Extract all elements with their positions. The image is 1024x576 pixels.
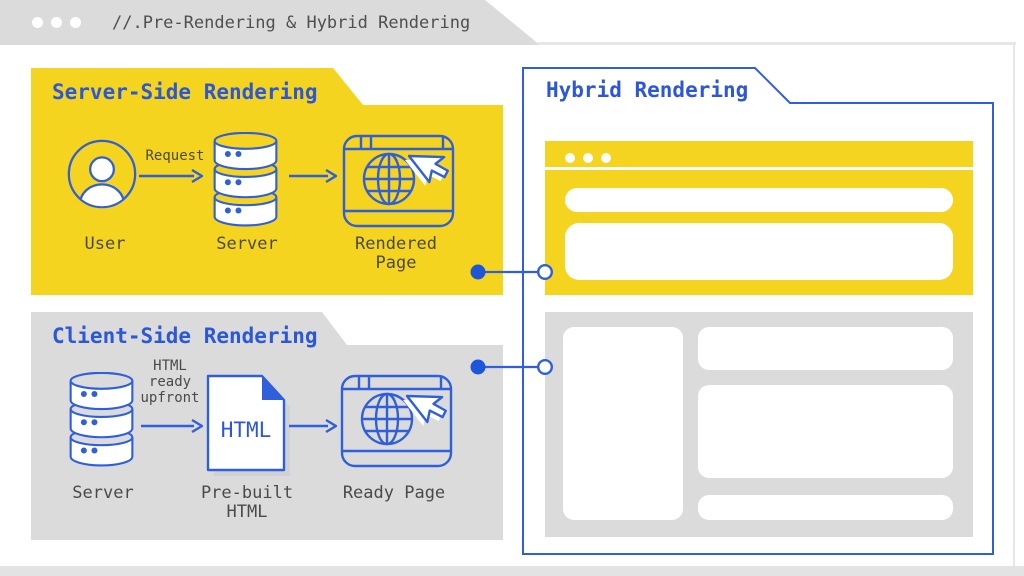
cursor-icon bbox=[403, 394, 447, 427]
prebuilt-html-node-label: Pre-built HTML bbox=[200, 483, 294, 522]
connector-ring-icon bbox=[536, 263, 553, 281]
server-node-label: Server bbox=[72, 483, 134, 503]
html-ready-label: HTML ready upfront bbox=[140, 358, 200, 406]
connector-ring-icon bbox=[536, 358, 553, 376]
server-database-icon bbox=[69, 372, 134, 467]
ssr-panel-title: Server-Side Rendering bbox=[52, 80, 318, 104]
browser-dots-icon bbox=[565, 153, 611, 163]
browser-dot-icon bbox=[601, 153, 611, 163]
globe-icon bbox=[362, 152, 416, 206]
client-rendered-sidebar-block bbox=[563, 327, 683, 520]
window-dot-icon bbox=[32, 17, 43, 28]
arrow-icon bbox=[139, 168, 204, 184]
server-node-label: Server bbox=[216, 234, 278, 254]
canvas-right-edge bbox=[1013, 44, 1015, 566]
arrow-icon bbox=[289, 418, 338, 434]
window-titlebar: //.Pre-Rendering & Hybrid Rendering bbox=[0, 0, 540, 45]
ready-page-node-label: Ready Page bbox=[342, 483, 446, 503]
arrow-icon bbox=[289, 168, 338, 184]
hybrid-browser-header bbox=[545, 141, 973, 295]
document-text: HTML bbox=[221, 418, 272, 442]
prerendered-block bbox=[565, 223, 953, 280]
user-node-label: User bbox=[84, 234, 126, 254]
hybrid-panel-border bbox=[522, 67, 994, 555]
browser-dot-icon bbox=[565, 153, 575, 163]
browser-header-divider bbox=[545, 167, 973, 170]
server-database-icon bbox=[213, 132, 278, 227]
window-dot-icon bbox=[51, 17, 62, 28]
client-rendered-block bbox=[698, 327, 953, 370]
hybrid-browser-body bbox=[545, 312, 973, 537]
client-rendered-block bbox=[698, 385, 953, 478]
window-title: //.Pre-Rendering & Hybrid Rendering bbox=[112, 13, 471, 33]
connector-dot-icon bbox=[470, 359, 486, 375]
canvas-bottom-strip bbox=[0, 566, 1024, 576]
client-rendered-block bbox=[698, 495, 953, 520]
ssr-panel: Server-Side Rendering Request bbox=[31, 68, 503, 295]
request-label: Request bbox=[145, 148, 205, 164]
hybrid-panel-title: Hybrid Rendering bbox=[546, 78, 749, 102]
user-icon bbox=[67, 139, 137, 209]
connector-csr-to-hybrid bbox=[470, 358, 553, 376]
rendered-page-icon bbox=[342, 134, 455, 228]
csr-panel-title: Client-Side Rendering bbox=[52, 324, 318, 348]
window-dot-icon bbox=[70, 17, 81, 28]
prerendered-bar bbox=[565, 188, 953, 212]
window-dots-icon bbox=[32, 17, 81, 28]
globe-icon bbox=[360, 392, 414, 446]
connector-ssr-to-hybrid bbox=[470, 263, 553, 281]
csr-panel: Client-Side Rendering HTML ready upfront bbox=[31, 312, 503, 540]
arrow-icon bbox=[141, 418, 204, 434]
folded-corner-icon bbox=[262, 376, 284, 400]
html-document-icon: HTML bbox=[206, 374, 290, 476]
connector-dot-icon bbox=[470, 264, 486, 280]
titlebar-rule bbox=[538, 42, 1016, 45]
browser-dot-icon bbox=[583, 153, 593, 163]
cursor-icon bbox=[405, 154, 449, 187]
ready-page-icon bbox=[340, 374, 453, 468]
rendered-page-node-label: Rendered Page bbox=[355, 234, 437, 273]
